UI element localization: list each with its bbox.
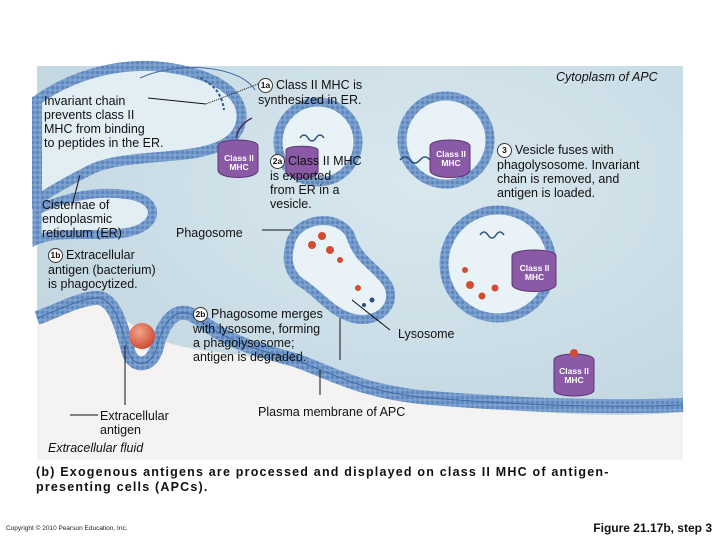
- step-1a-text: Class II MHC is synthesized in ER.: [258, 78, 363, 107]
- mhc-membrane: [553, 349, 595, 397]
- figure-caption: (b) Exogenous antigens are processed and…: [36, 465, 656, 495]
- lysosome-label: Lysosome: [398, 327, 455, 341]
- phagosome-label: Phagosome: [176, 226, 243, 240]
- step-1a-badge: 1a: [258, 78, 273, 93]
- extracellular-antigen-label: Extracellular antigen: [100, 409, 169, 437]
- phagolysosome-forming: [283, 216, 395, 324]
- cytoplasm-label: Cytoplasm of APC: [556, 70, 658, 84]
- step-3-text: Vesicle fuses with phagolysosome. Invari…: [497, 143, 640, 200]
- transport-vesicle: [273, 97, 363, 187]
- caption-text: Exogenous antigens are processed and dis…: [36, 465, 610, 494]
- step-3-badge: 3: [497, 143, 512, 158]
- caption-prefix: (b): [36, 465, 56, 479]
- mhc-label-er: Class II MHC: [224, 153, 254, 172]
- step-2a-badge: 2a: [270, 154, 285, 169]
- mhc-label-vesicle: Class II MHC: [436, 149, 466, 168]
- cisternae-label: Cisternae of endoplasmic reticulum (ER): [42, 198, 122, 240]
- step-1b-text: Extracellular antigen (bacterium) is pha…: [48, 248, 156, 291]
- plasma-membrane-label: Plasma membrane of APC: [258, 405, 406, 419]
- mhc-er: [217, 117, 259, 178]
- copyright: Copyright © 2010 Pearson Education, Inc.: [6, 525, 128, 532]
- step-2a-text: Class II MHC is exported from ER in a ve…: [270, 154, 362, 211]
- mhc-label-membrane: Class II MHC: [559, 366, 589, 385]
- extracellular-antigen: [129, 323, 155, 349]
- step-1b-badge: 1b: [48, 248, 63, 263]
- leader-lines: [70, 83, 391, 416]
- step-2b-text: Phagosome merges with lysosome, forming …: [193, 307, 323, 364]
- figure-number: Figure 21.17b, step 3: [593, 521, 712, 535]
- mhc-label-phagolysosome: Class II MHC: [519, 263, 550, 282]
- fusing-vesicle: [397, 91, 495, 189]
- step-2b-badge: 2b: [193, 307, 208, 322]
- extracellular-region: [37, 300, 683, 460]
- phagolysosome-loaded: [439, 205, 557, 323]
- extracellular-fluid-label: Extracellular fluid: [48, 441, 144, 455]
- invariant-chain-label: Invariant chain prevents class II MHC fr…: [44, 94, 164, 150]
